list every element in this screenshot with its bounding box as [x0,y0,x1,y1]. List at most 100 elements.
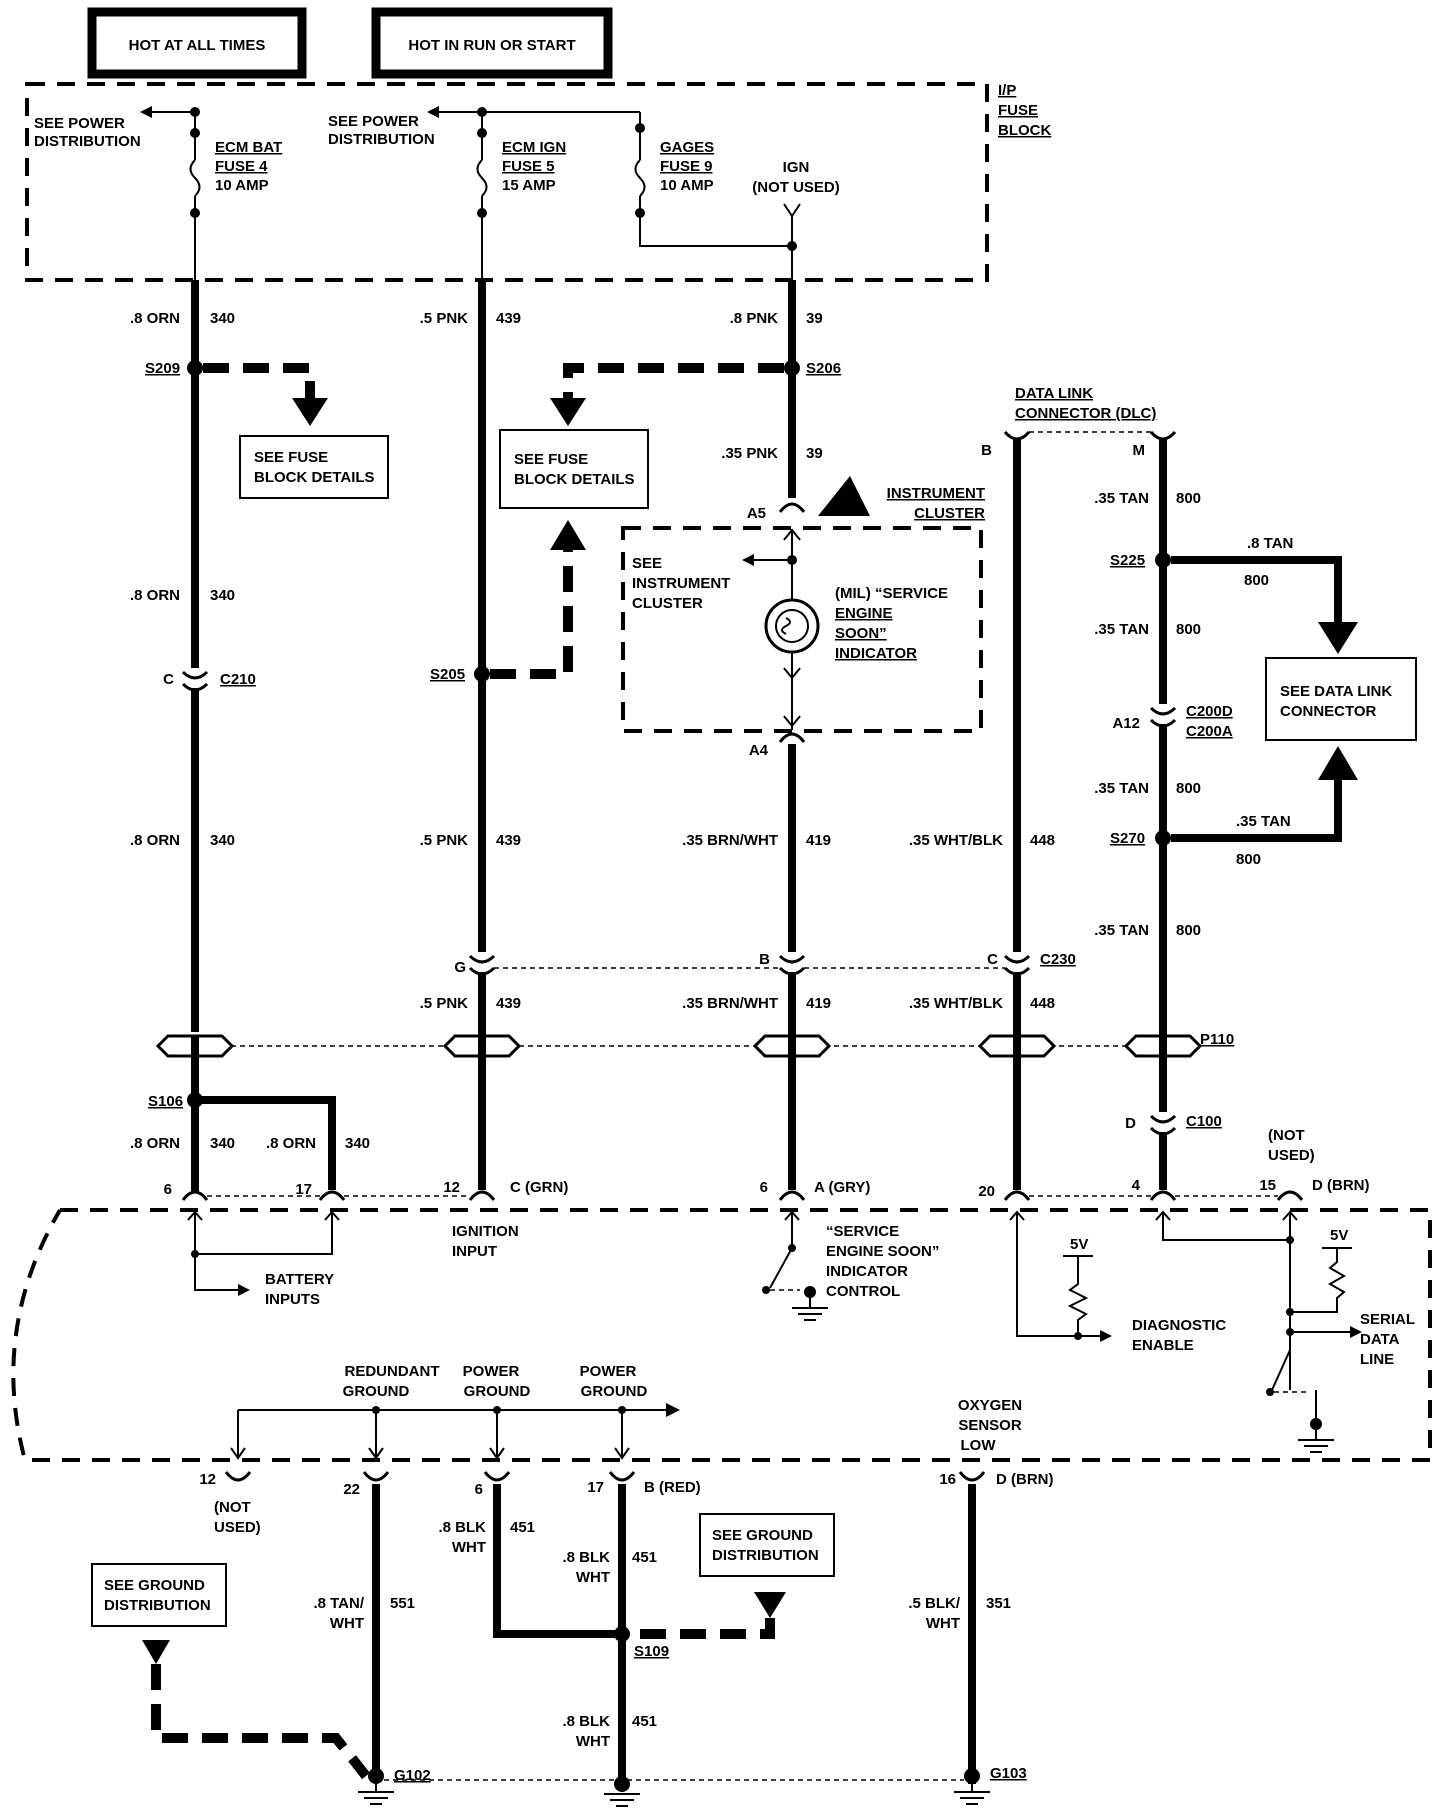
ground-icon [1298,1390,1334,1453]
see-cluster-2: INSTRUMENT [632,575,730,592]
splice-s270: S270 [1110,830,1145,847]
splice-s205: S205 [430,666,465,683]
chevron-down-icon [489,1447,505,1460]
wire-label-pnk: .5 PNK [420,832,469,849]
ground-g102: G102 [394,1767,431,1784]
wire-label-brn-wht: .35 BRN/WHT [682,995,778,1012]
oxygen-sensor-1: OXYGEN [958,1397,1022,1414]
wire-label-tan-08: .8 TAN [1247,535,1293,552]
oxygen-sensor-3: LOW [961,1437,997,1454]
wire-label-wht: WHT [576,1733,610,1750]
circuit-39: 39 [806,445,823,462]
wire-label-tan: .35 TAN [1236,813,1291,830]
wire-label-orn: .8 ORN [130,832,180,849]
ecm-pin-20: 20 [978,1183,995,1200]
see-cluster-3: CLUSTER [632,595,703,612]
see-fuse-2a: SEE FUSE [514,451,588,468]
power-ground-2a: POWER [580,1363,637,1380]
fuse4-amp: 10 AMP [215,177,269,194]
ecm-pin-17: 17 [295,1181,312,1198]
hot-at-all-times-label: HOT AT ALL TIMES [129,37,266,54]
circuit-419: 419 [806,995,831,1012]
redundant-ground-1: REDUNDANT [345,1363,440,1380]
wire-label-wht-blk: .35 WHT/BLK [909,995,1003,1012]
wire-label-orn: .8 ORN [266,1135,316,1152]
fuse4-num: FUSE 4 [215,158,268,175]
circuit-451: 451 [510,1519,535,1536]
see-fuse-box-1[interactable] [239,435,389,499]
see-ground-box-2[interactable] [699,1513,835,1577]
see-power-dist-1a: SEE POWER [34,115,125,132]
serial-data-1: SERIAL [1360,1311,1415,1328]
ecm-pin-17b: 17 [587,1479,604,1496]
ecm-pin-4: 4 [1132,1177,1141,1194]
mil-label-3: SOON” [835,625,887,642]
ecm-bottom-connectors [224,1471,986,1482]
dlc-pin-m-icon [1149,430,1177,441]
wire-label-brn-wht: .35 BRN/WHT [682,832,778,849]
arrow-right-icon [666,1403,680,1417]
ign-not-used: (NOT USED) [752,179,840,196]
mil-label-2: ENGINE [835,605,893,622]
arrow-left-icon [742,554,754,566]
ecm-pin-16: 16 [939,1471,956,1488]
c210-connector-icon [181,670,209,692]
not-used-2a: (NOT [214,1499,251,1516]
circuit-439: 439 [496,832,521,849]
wire-label-pnk-08: .8 PNK [730,310,779,327]
wire-label-tan: .35 TAN [1094,621,1149,638]
ses-control-3: INDICATOR [826,1263,908,1280]
ecm-pin-12: 12 [443,1179,460,1196]
see-ground-box-1[interactable] [91,1563,227,1627]
arrow-right-icon [1100,1330,1112,1342]
dlc-label-1: DATA LINK [1015,385,1093,402]
connector-c200d: C200D [1186,703,1233,720]
hot-in-run-label: HOT IN RUN OR START [408,37,575,54]
serial-5v: 5V [1330,1227,1348,1244]
chevron-down-icon [783,715,801,728]
circuit-551: 551 [390,1595,415,1612]
resistor-icon [1067,1256,1089,1336]
ign-label: IGN [783,159,810,176]
battery-inputs-2: INPUTS [265,1291,320,1308]
ecm-top-connectors [181,1190,1304,1201]
wire-label-tan-wht-2: WHT [330,1615,364,1632]
wire-label-wht: WHT [576,1569,610,1586]
redundant-ground-2: GROUND [343,1383,410,1400]
circuit-800: 800 [1176,621,1201,638]
ign-connector-icon [783,203,801,218]
ground-icon [604,1793,640,1807]
circuit-340: 340 [210,1135,235,1152]
arrow-right-icon [238,1284,250,1296]
circuit-800: 800 [1176,780,1201,797]
chevron-up-icon [1009,1210,1025,1221]
see-fuse-2b: BLOCK DETAILS [514,471,635,488]
circuit-39: 39 [806,310,823,327]
fuse-block-title-2: FUSE [998,102,1038,119]
pin-a5: A5 [747,505,766,522]
circuit-448: 448 [1030,832,1055,849]
wire-label-blk-wht-2: WHT [926,1615,960,1632]
see-fuse-box-2[interactable] [499,429,649,509]
dlc-pin-b-icon [1003,430,1031,441]
see-cluster-1: SEE [632,555,662,572]
fuse9-num: FUSE 9 [660,158,713,175]
switch-icon [1271,1349,1291,1391]
ecm-pin-6: 6 [164,1181,172,1198]
pin-d: D [1125,1115,1136,1132]
wire-label-tan: .35 TAN [1094,780,1149,797]
chevron-up-icon [783,528,801,541]
wire-label-orn: .8 ORN [130,587,180,604]
mil-label-4: INDICATOR [835,645,917,662]
dlc-label-2: CONNECTOR (DLC) [1015,405,1156,422]
instrument-cluster-label-2: CLUSTER [914,505,985,522]
wire-label-orn: .8 ORN [130,310,180,327]
wire-label-pnk-035: .35 PNK [721,445,778,462]
chevron-up-icon [324,1210,340,1221]
see-dlc-box[interactable] [1265,657,1417,741]
ecm-outline [11,1208,1432,1462]
circuit-340: 340 [210,587,235,604]
chevron-down-icon [368,1447,384,1460]
ip-fuse-block-outline [25,82,989,282]
fuse-5-icon [476,159,488,197]
